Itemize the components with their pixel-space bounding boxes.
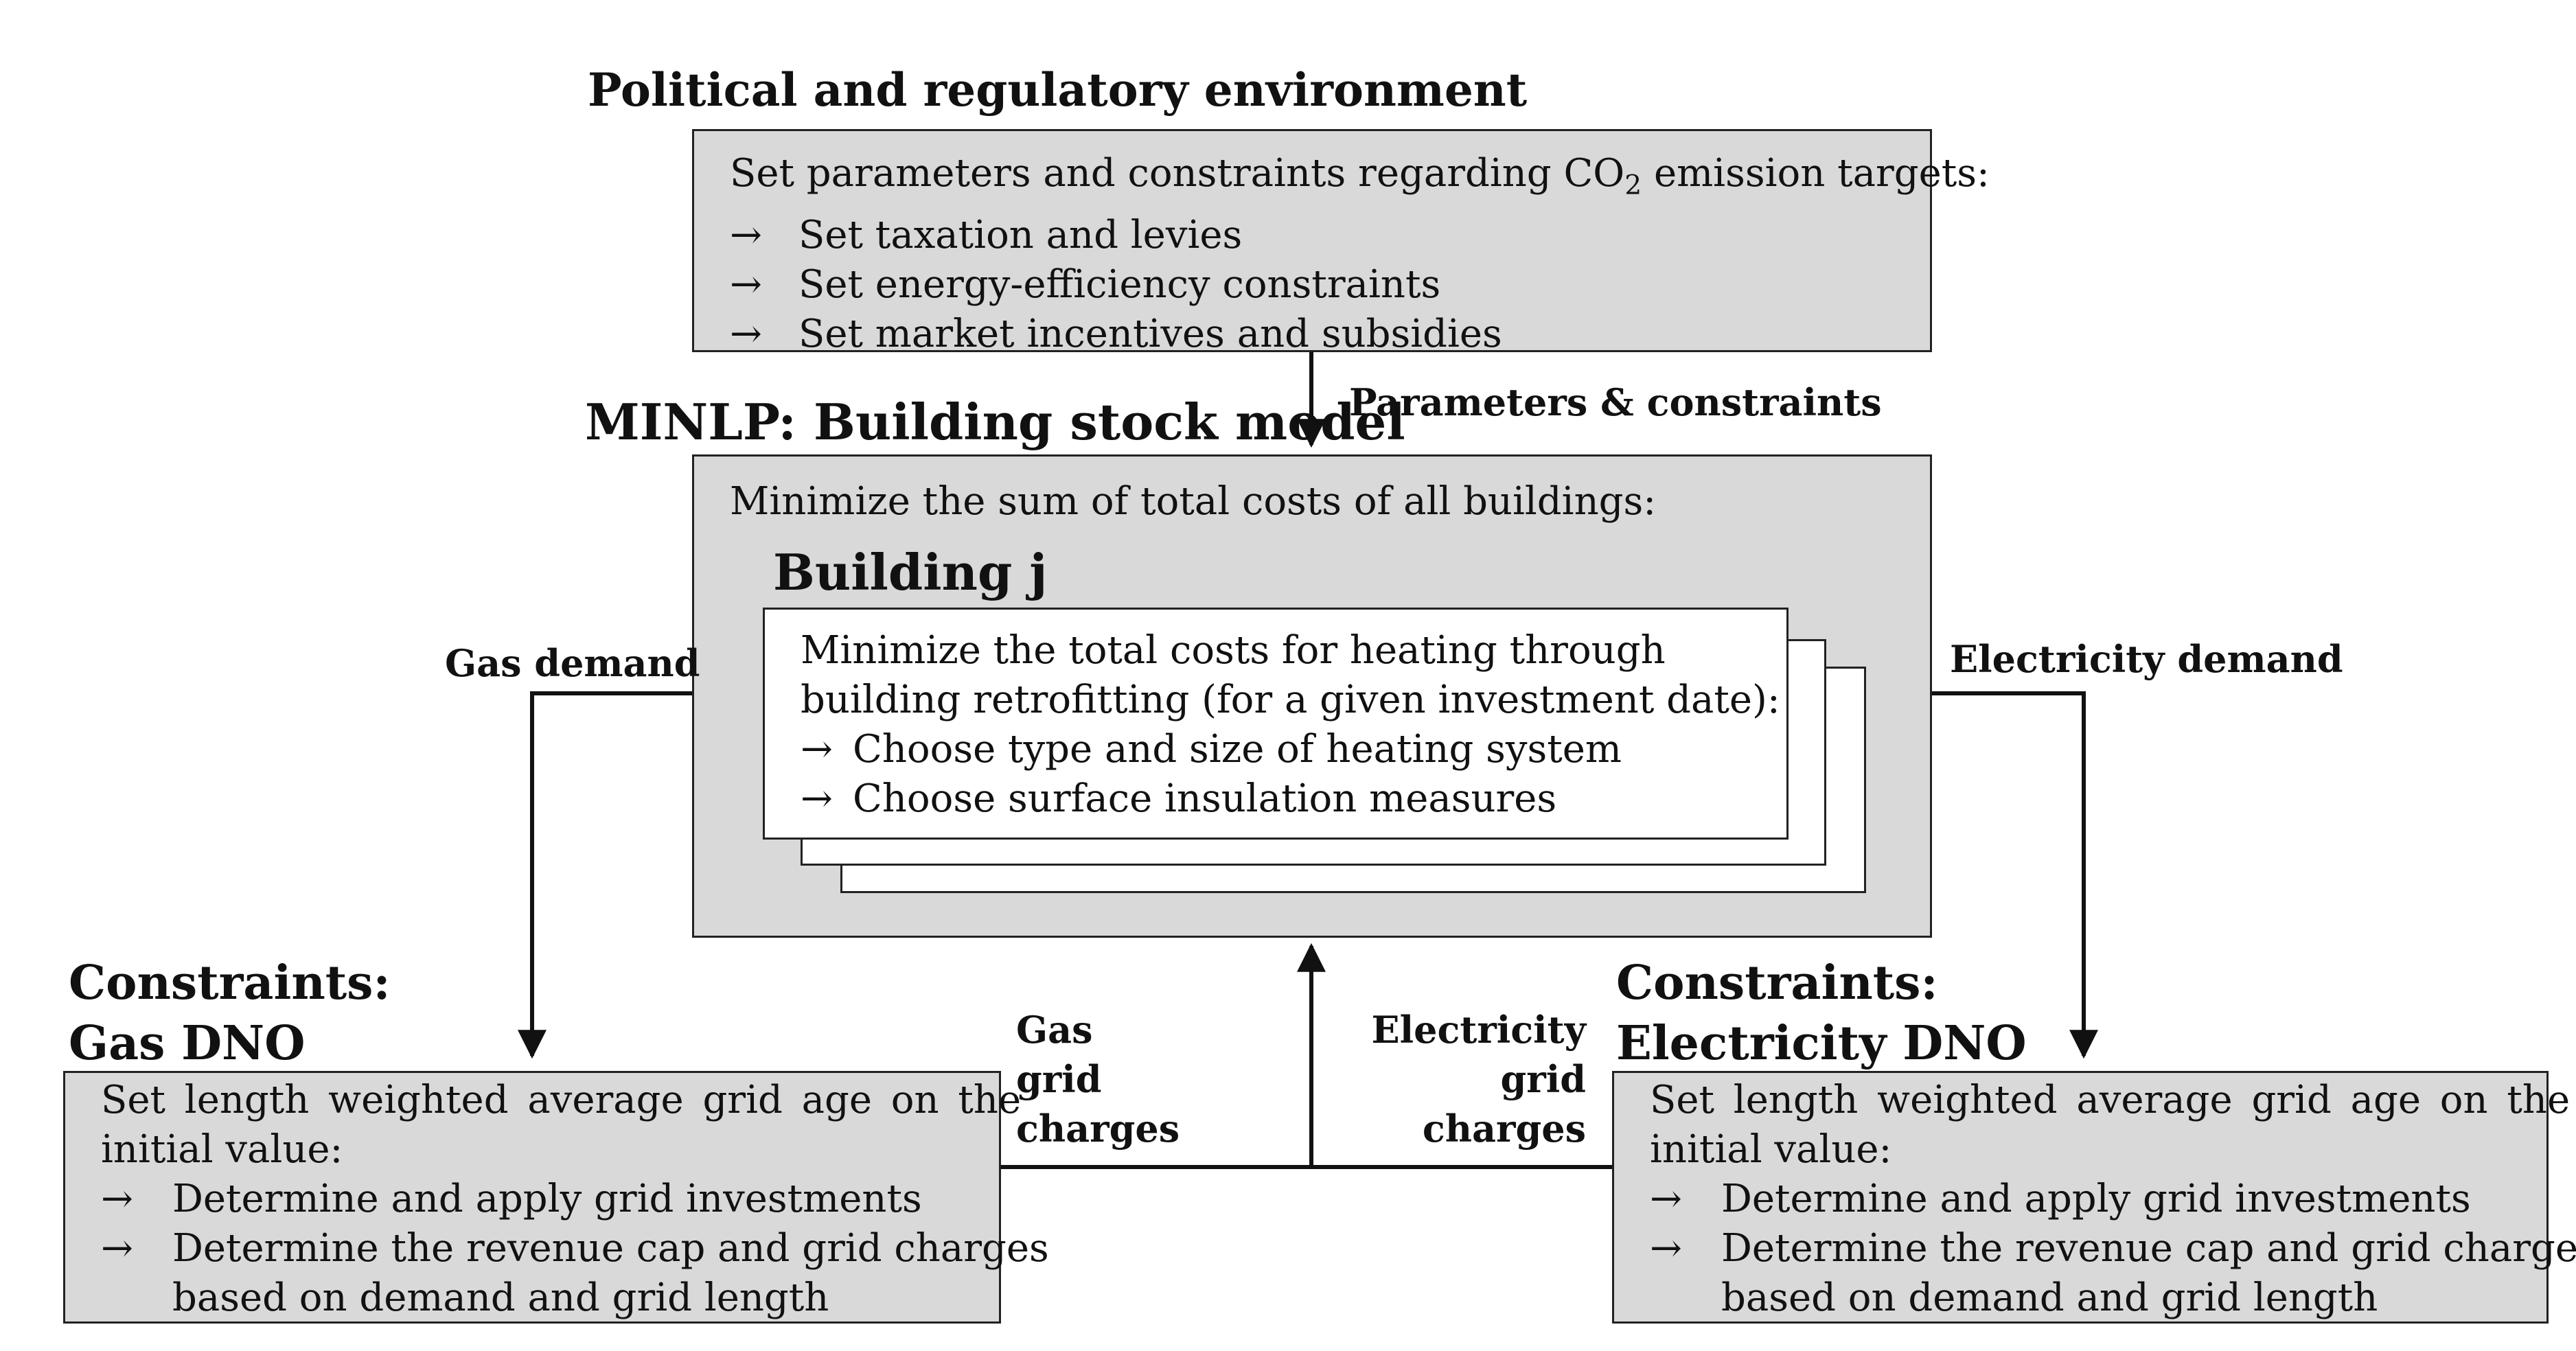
electricity-dno-heading: Constraints: Electricity DNO: [1616, 956, 2027, 1071]
electricity-dno-text: Set length weighted average grid age on …: [1650, 1078, 2571, 1122]
parameters-constraints-label: Parameters & constraints: [1349, 380, 1882, 424]
gas-demand-label: Gas demand: [445, 641, 700, 685]
gas-dno-bullet: →Determine the revenue cap and grid char…: [101, 1224, 1049, 1273]
building-bullet: →Choose type and size of heating system: [801, 725, 1786, 774]
electricity-dno-bullet: →Determine and apply grid investments: [1650, 1175, 2546, 1224]
political-bullet: →Set energy-efficiency constraints: [730, 260, 1930, 310]
arrow-gas-demand: [518, 691, 692, 1059]
gas-grid-charges-label: Gas grid charges: [1016, 1008, 1180, 1151]
political-heading: Political and regulatory environment: [588, 63, 1528, 117]
electricity-grid-charges-label: Electricity grid charges: [1371, 1008, 1586, 1151]
building-card-front: Minimize the total costs for heating thr…: [763, 608, 1789, 840]
electricity-demand-label: Electricity demand: [1950, 637, 2343, 681]
minlp-intro: Minimize the sum of total costs of all b…: [730, 479, 1657, 524]
political-bullet: →Set taxation and levies: [730, 211, 1930, 260]
building-text: building retrofitting (for a given inves…: [801, 678, 1780, 722]
arrow-right-icon: →: [101, 1226, 133, 1271]
building-heading: Building j: [773, 543, 1048, 601]
gas-dno-box: Set length weighted average grid age on …: [63, 1071, 1049, 1324]
political-bullet: →Set market incentives and subsidies: [730, 310, 1930, 359]
building-bullet: →Choose surface insulation measures: [801, 774, 1786, 824]
gas-dno-bullet: →Determine and apply grid investments: [101, 1175, 999, 1224]
minlp-heading: MINLP: Building stock model: [585, 393, 1405, 451]
political-intro: Set parameters and constraints regarding…: [730, 151, 1990, 202]
electricity-dno-text: initial value:: [1650, 1127, 1892, 1172]
building-text: Minimize the total costs for heating thr…: [801, 628, 1666, 673]
electricity-dno-continuation: based on demand and grid length: [1721, 1275, 2378, 1320]
electricity-dno-box: Set length weighted average grid age on …: [1612, 1071, 2576, 1324]
electricity-dno-bullet: →Determine the revenue cap and grid char…: [1650, 1224, 2576, 1273]
arrow-right-icon: →: [801, 727, 833, 772]
arrow-right-icon: →: [730, 312, 762, 357]
gas-dno-continuation: based on demand and grid length: [172, 1275, 829, 1320]
arrow-right-icon: →: [801, 776, 833, 821]
gas-dno-text: initial value:: [101, 1127, 343, 1172]
arrow-right-icon: →: [730, 213, 762, 258]
gas-dno-text: Set length weighted average grid age on …: [101, 1078, 1022, 1122]
arrow-right-icon: →: [101, 1177, 133, 1221]
gas-dno-heading: Constraints: Gas DNO: [69, 956, 391, 1071]
arrow-right-icon: →: [730, 262, 762, 308]
arrow-right-icon: →: [1650, 1177, 1682, 1221]
arrow-electricity-demand: [1932, 691, 2098, 1059]
political-box: Set parameters and constraints regarding…: [692, 129, 1990, 356]
minlp-box: Minimize the sum of total costs of all b…: [692, 454, 1932, 938]
arrow-right-icon: →: [1650, 1226, 1682, 1271]
